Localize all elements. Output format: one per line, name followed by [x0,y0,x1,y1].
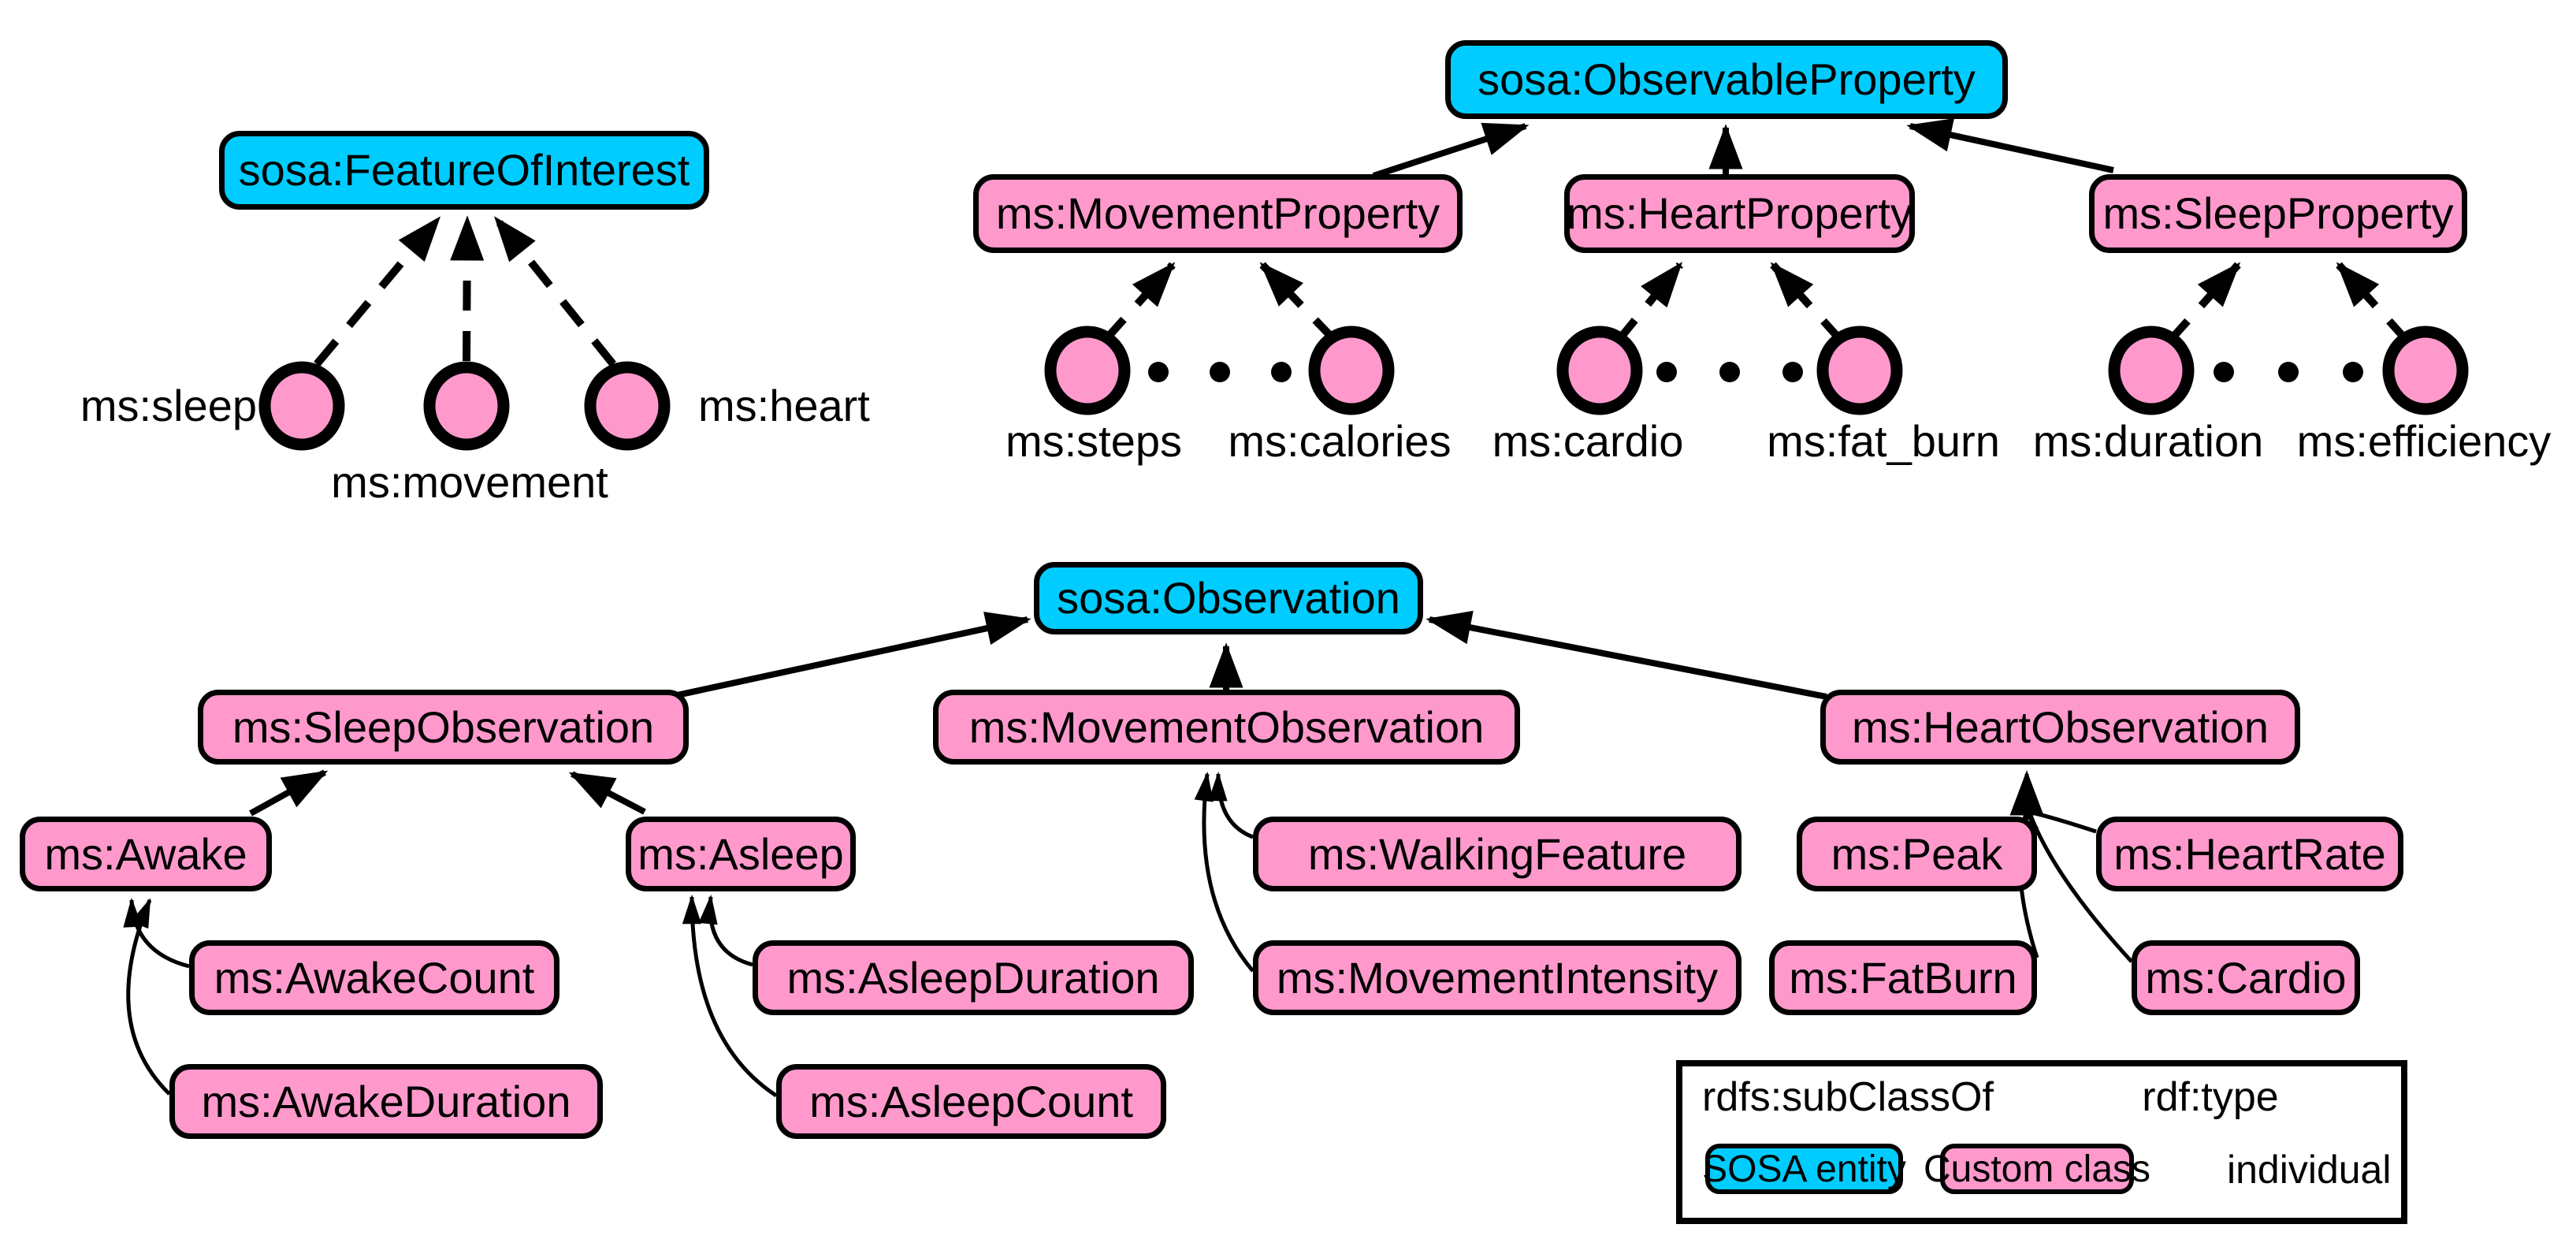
class-node-cardio: ms:Cardio [2132,940,2360,1015]
subclassof-arrow-asleepcount [682,894,778,1098]
sosa-node-observation: sosa:Observation [1034,562,1423,634]
individual-circle-fat-burn [1816,326,1903,415]
legend-rdftype-label: rdf:type [2142,1074,2279,1120]
class-node-asleepcount: ms:AsleepCount [776,1064,1166,1139]
subclassof-arrow-cardio-class [2028,813,2133,963]
subclassof-arrow-asleep [568,771,646,815]
subclassof-arrow-movementintensity [1194,771,1255,973]
individual-label-cardio: ms:cardio [1492,416,1684,466]
rdftype-arrow-fat-burn [1770,262,1846,345]
ellipsis-dots [1148,362,2363,382]
class-node-movementobservation: ms:MovementObservation [933,690,1520,765]
class-node-heartobservation: ms:HeartObservation [1820,690,2300,765]
class-node-walkingfeature: ms:WalkingFeature [1253,817,1741,891]
class-node-fatburn: ms:FatBurn [1769,940,2037,1015]
legend-custom-class-node: Custom class [1924,1144,2150,1194]
legend-sosa-entity-node: SOSA entity [1702,1144,1906,1194]
individual-circle-heart [584,361,671,451]
sosa-node-observableproperty: sosa:ObservableProperty [1445,40,2008,119]
legend-individual-label: individual [2227,1148,2392,1192]
class-node-heartrate: ms:HeartRate [2096,817,2403,891]
subclassof-arrow-awake [249,769,329,817]
class-node-sleepobservation: ms:SleepObservation [198,690,689,765]
class-node-awake: ms:Awake [20,817,272,891]
rdftype-arrow-calories [1259,262,1338,344]
class-node-awakeduration: ms:AwakeDuration [169,1064,603,1139]
individual-circle-steps [1044,326,1131,415]
rdftype-arrow-steps [1102,262,1176,344]
rdftype-arrow-cardio [1614,262,1683,345]
individual-label-duration: ms:duration [2032,416,2264,466]
subclassof-arrow-walkingfeature [1208,771,1254,839]
legend-subclassof-label: rdfs:subClassOf [1702,1074,1994,1120]
class-node-awakecount: ms:AwakeCount [189,940,559,1015]
subclassof-arrow-sleepobservation [669,612,1032,700]
individual-label-sleep: ms:sleep [80,381,257,430]
class-node-heartproperty: ms:HeartProperty [1564,174,1915,253]
class-node-movementintensity: ms:MovementIntensity [1253,940,1741,1015]
class-node-sleepproperty: ms:SleepProperty [2089,174,2467,253]
individual-label-calories: ms:calories [1228,416,1452,466]
subclassof-arrow-awakecount [123,897,190,969]
subclassof-arrow-movementproperty [1372,122,1530,179]
individual-circle-efficiency [2382,326,2469,415]
rdftype-arrow-efficiency [2336,262,2411,345]
class-node-asleepduration: ms:AsleepDuration [753,940,1194,1015]
subclassof-arrow-asleepduration [698,894,753,967]
subclassof-arrow-awakeduration [126,898,171,1096]
individual-circle-duration [2108,326,2195,415]
individual-label-steps: ms:steps [1005,416,1183,466]
class-node-peak: ms:Peak [1797,817,2037,891]
rdftype-arrow-sleep [314,216,441,367]
rdftype-arrow-duration [2165,262,2241,345]
individual-circle-cardio [1556,326,1643,415]
legend: rdfs:subClassOf rdf:type SOSA entity Cus… [1676,1060,2407,1224]
individual-circle-movement [423,361,510,451]
subclassof-arrow-heartrate [2028,809,2097,834]
individual-label-heart: ms:heart [698,381,870,430]
subclassof-arrow-heartobservation [1426,610,1827,700]
sosa-node-featureofinterest: sosa:FeatureOfInterest [219,131,709,210]
class-node-movementproperty: ms:MovementProperty [973,174,1463,253]
subclassof-arrow-sleepproperty [1906,118,2114,173]
individual-label-fat-burn: ms:fat_burn [1767,416,2000,466]
rdftype-arrow-heart [493,216,616,367]
class-node-asleep: ms:Asleep [626,817,856,891]
individual-label-efficiency: ms:efficiency [2296,416,2552,466]
individual-circle-sleep [258,361,345,451]
individual-label-movement: ms:movement [331,457,608,507]
individual-circle-calories [1308,326,1395,415]
